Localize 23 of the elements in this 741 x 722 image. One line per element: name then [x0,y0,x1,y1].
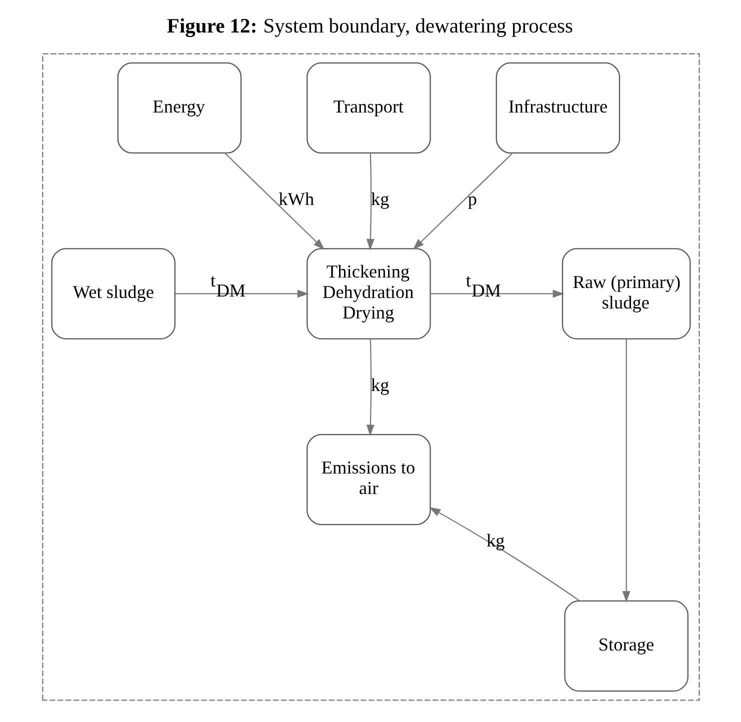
edge-label: p [467,189,477,210]
edge-label: kg [486,530,504,550]
diagram-title: Figure 12: System boundary, dewatering process [166,16,573,38]
arrow [174,290,308,298]
node-box: Infrastructure [495,62,620,154]
node-box: Storage [564,600,688,692]
cluster [42,53,700,701]
node-box: Wet sludge [50,248,175,340]
edge-label: kWh [278,189,314,210]
arrow [428,507,580,602]
node-box: Raw (primary) sludge [561,248,690,340]
node-box: Energy [116,62,242,154]
arrow [622,338,630,603]
edge-label: kg [370,374,389,395]
arrow [224,152,324,250]
node-box: Emissions to air [306,434,430,526]
node-box: Transport [306,62,430,154]
arrow [366,153,374,250]
arrow [430,290,564,298]
arrow [412,152,513,250]
arrow [366,339,374,436]
edge-label: kg [370,189,389,210]
node-box: Thickening Dehydration Drying [306,248,430,340]
